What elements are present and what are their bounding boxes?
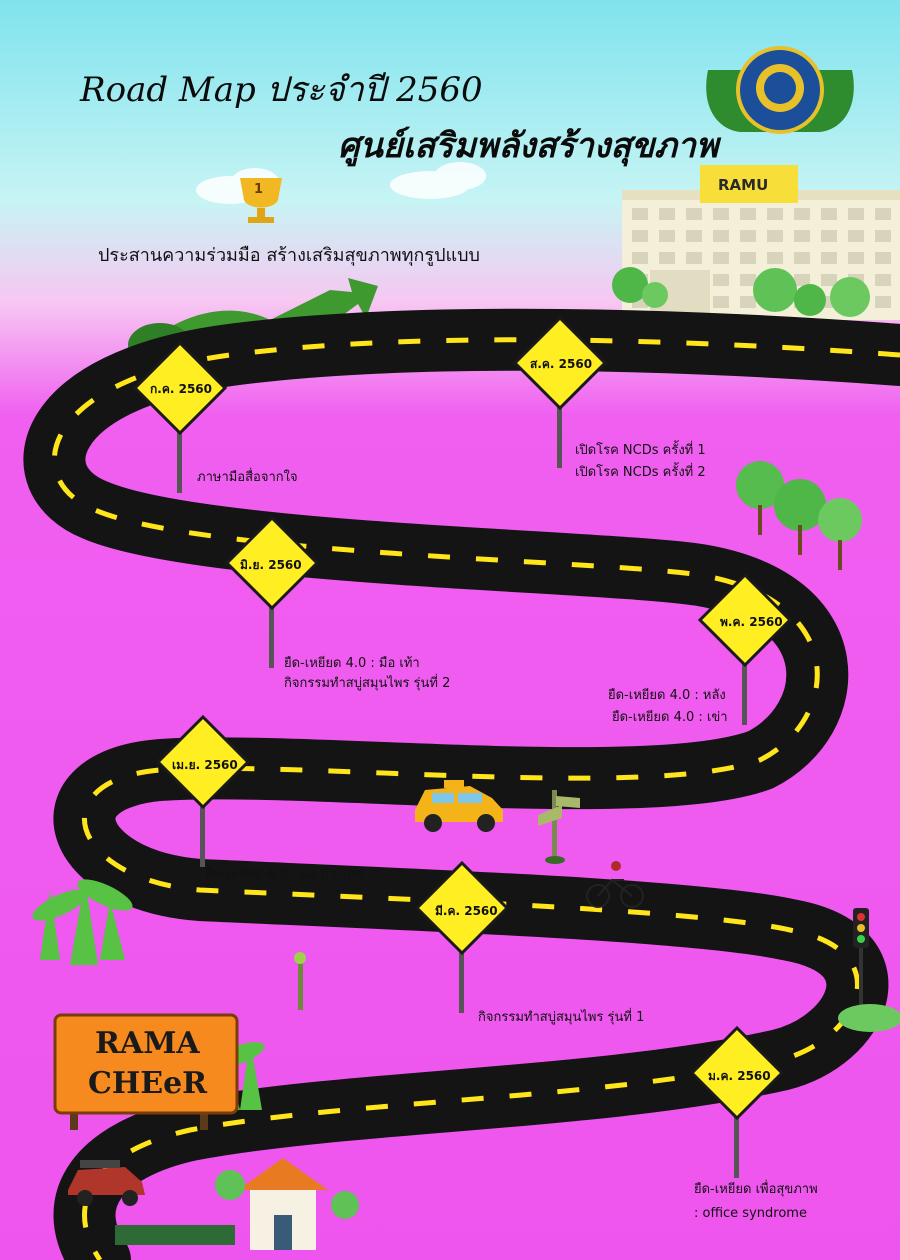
milestone-month-apr: เม.ย. 2560	[172, 758, 238, 772]
building-window	[875, 296, 891, 308]
building-window	[794, 274, 810, 286]
sign-post-mar	[459, 943, 464, 1013]
milestone-month-mar: มี.ค. 2560	[435, 904, 498, 918]
building-window	[821, 252, 837, 264]
building-window	[740, 252, 756, 264]
milestone-month-may: พ.ค. 2560	[720, 615, 783, 629]
activity-jan-2: : office syndrome	[694, 1206, 807, 1221]
trophy-icon	[240, 178, 282, 223]
sign-post-aug	[557, 398, 562, 468]
activity-apr-1: ยืด-เหยียด 4.0 : คอ บ่า ไหล่	[205, 867, 364, 882]
signpost-icon	[538, 790, 580, 864]
milestone-sign-may	[697, 572, 793, 668]
finish-sign-line2: CHEeR	[88, 1066, 208, 1101]
building-window	[659, 208, 675, 220]
building-window	[794, 252, 810, 264]
milestone-sign-mar	[414, 860, 510, 956]
activity-jun-1: ยืด-เหยียด 4.0 : มือ เท้า	[284, 656, 420, 671]
road-dash	[51, 337, 900, 1260]
bicycle-icon	[586, 861, 644, 908]
trophy-number: 1	[254, 182, 263, 197]
milestone-sign-jul	[132, 340, 228, 436]
activity-aug-1: เปิดโรค NCDs ครั้งที่ 1	[575, 443, 706, 458]
tree-icon	[612, 267, 870, 317]
building-window	[686, 230, 702, 242]
activity-jun-2: กิจกรรมทำสบู่สมุนไพร รุ่นที่ 2	[284, 676, 451, 691]
activity-jan-1: ยืด-เหยียด เพื่อสุขภาพ	[694, 1182, 818, 1197]
hospital-logo	[706, 46, 854, 134]
building-window	[767, 208, 783, 220]
tree-icon	[736, 461, 862, 570]
sign-post-may	[742, 655, 747, 725]
building-window	[821, 230, 837, 242]
sign-post-jun	[269, 598, 274, 668]
building-window	[848, 208, 864, 220]
milestone-sign-jan	[689, 1025, 785, 1121]
building-window	[848, 252, 864, 264]
milestone-sign-apr	[155, 714, 251, 810]
activity-aug-2: เปิดโรค NCDs ครั้งที่ 2	[575, 465, 706, 480]
building-window	[659, 230, 675, 242]
building-window	[740, 296, 756, 308]
tree-icon	[32, 879, 133, 965]
finish-sign-line1: RAMA	[95, 1026, 200, 1061]
traffic-light-icon	[838, 908, 900, 1032]
building-window	[632, 230, 648, 242]
car-icon	[68, 1160, 145, 1206]
building-window	[713, 208, 729, 220]
finish-sign	[53, 1013, 239, 1130]
building-window	[713, 296, 729, 308]
activity-jul-1: ภาษามือสื่อจากใจ	[197, 470, 298, 485]
taxi-icon	[415, 780, 503, 832]
building-window	[821, 208, 837, 220]
sign-post-jan	[734, 1108, 739, 1178]
building-window	[767, 252, 783, 264]
building-window	[767, 230, 783, 242]
building-window	[713, 230, 729, 242]
milestone-month-jan: ม.ค. 2560	[708, 1069, 771, 1083]
milestone-sign-aug	[512, 315, 608, 411]
building-window	[821, 274, 837, 286]
building-window	[794, 230, 810, 242]
building-window	[875, 274, 891, 286]
building-window	[740, 274, 756, 286]
building-window	[848, 230, 864, 242]
building-window	[740, 230, 756, 242]
page-title: Road Map ประจำปี 2560	[80, 70, 483, 110]
building-window	[632, 208, 648, 220]
building-window	[659, 252, 675, 264]
building-window	[713, 252, 729, 264]
milestone-sign-jun	[224, 515, 320, 611]
tagline: ประสานความร่วมมือ สร้างเสริมสุขภาพทุกรูป…	[98, 245, 480, 266]
building-window	[713, 274, 729, 286]
sign-post-apr	[200, 797, 205, 867]
building-window	[875, 208, 891, 220]
milestone-month-jul: ก.ค. 2560	[150, 382, 212, 396]
building-window	[875, 252, 891, 264]
building-label: RAMU	[718, 176, 768, 194]
sign-post-jul	[177, 423, 182, 493]
building-window	[632, 252, 648, 264]
house-icon	[115, 1158, 359, 1250]
milestone-signs	[132, 315, 793, 1178]
building-window	[686, 252, 702, 264]
milestone-month-jun: มิ.ย. 2560	[240, 558, 302, 572]
activity-may-1: ยืด-เหยียด 4.0 : หลัง	[608, 688, 726, 703]
building-window	[740, 208, 756, 220]
building-window	[686, 208, 702, 220]
page-subtitle-title: ศูนย์เสริมพลังสร้างสุขภาพ	[338, 126, 719, 166]
building-window	[794, 208, 810, 220]
street-lamp-icon	[294, 952, 306, 1010]
building-window	[875, 230, 891, 242]
activity-may-2: ยืด-เหยียด 4.0 : เข่า	[612, 710, 728, 725]
activity-mar-1: กิจกรรมทำสบู่สมุนไพร รุ่นที่ 1	[478, 1010, 645, 1025]
milestone-month-aug: ส.ค. 2560	[530, 357, 593, 371]
